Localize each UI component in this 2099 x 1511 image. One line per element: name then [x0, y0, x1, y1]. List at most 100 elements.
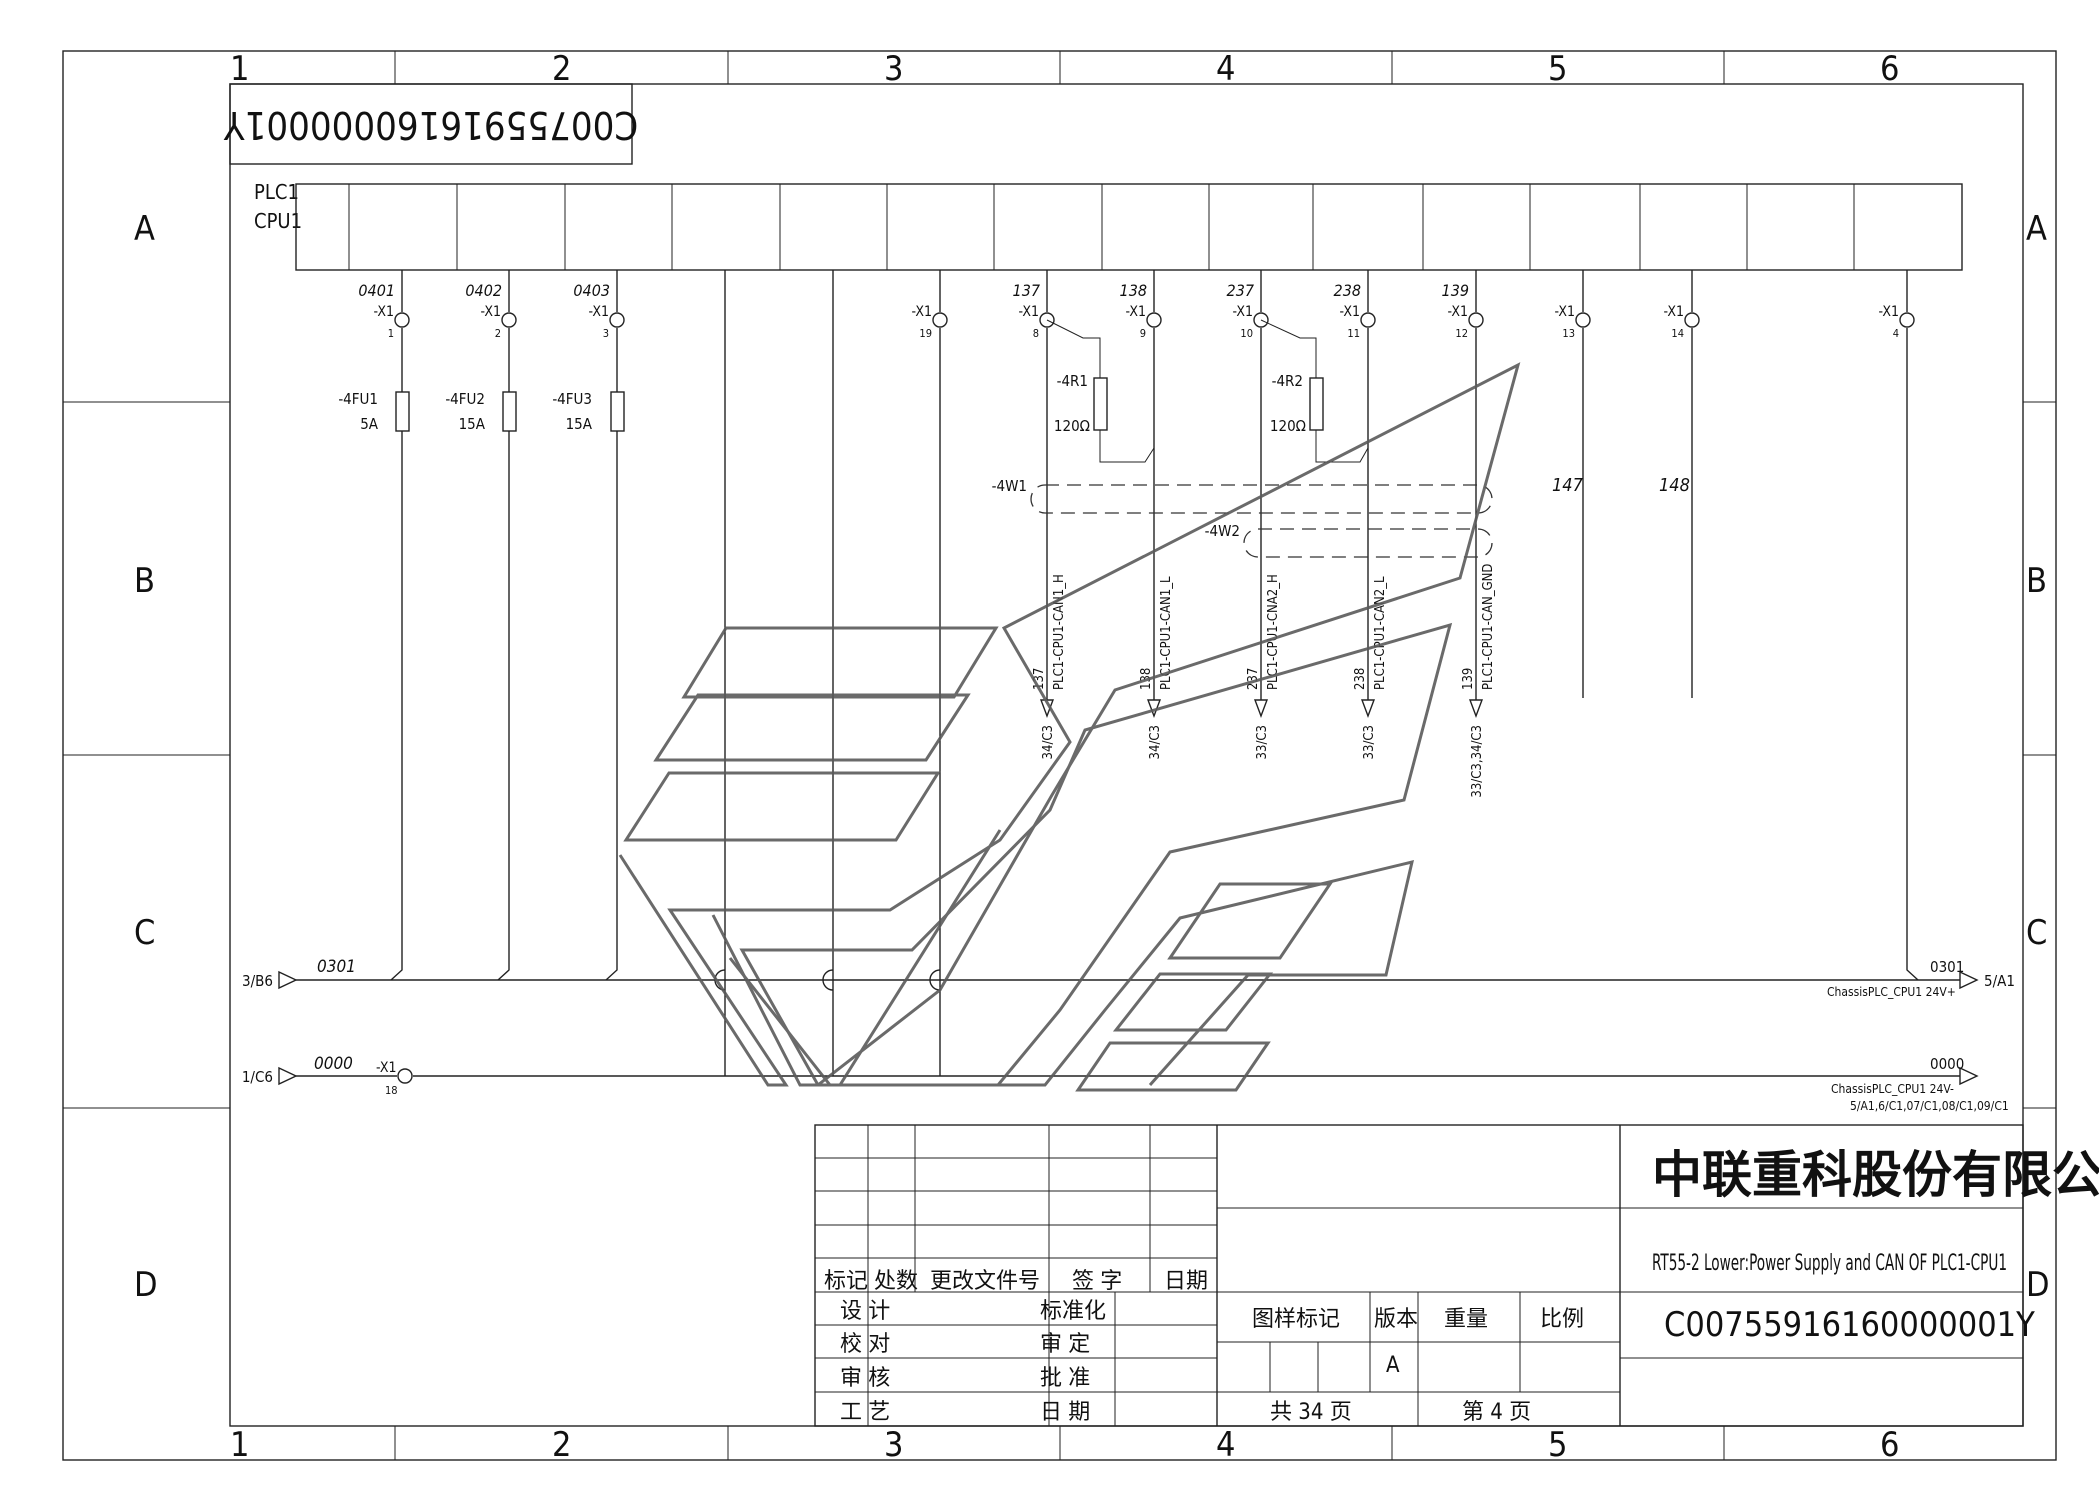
pin-number: 13: [1562, 327, 1575, 340]
spare-wire-label: 148: [1659, 475, 1690, 496]
connector-name: -X1: [589, 304, 610, 320]
plc-terminal: 137 -X1 8: [1013, 270, 1055, 700]
plc-terminal: -X1 14: [1664, 270, 1700, 698]
signal-number: 238: [1353, 668, 1368, 690]
pin-number: 12: [1455, 327, 1468, 340]
wire-number: 138: [1120, 281, 1147, 300]
pin-number: 3: [603, 327, 609, 340]
row-marker: C: [2026, 913, 2047, 953]
cable-shields: -4W1 -4W2: [992, 477, 1493, 558]
supply-name: ChassisPLC_CPU1 24V+: [1827, 985, 1956, 999]
version-value: A: [1386, 1353, 1400, 1378]
connector-name: -X1: [1019, 304, 1040, 320]
pin-number: 8: [1033, 327, 1039, 340]
gnd-in-ref: 1/C6: [242, 1068, 273, 1086]
pin-number: 4: [1893, 327, 1899, 340]
spare-wire-label: 147: [1552, 475, 1584, 496]
signal-ref: 33/C3: [1362, 725, 1377, 759]
rev-header: 更改文件号: [930, 1269, 1040, 1294]
watermark-logo: [618, 362, 1521, 1092]
signal-ref: 34/C3: [1148, 725, 1163, 759]
terminal-circle: [609, 312, 625, 328]
total-pages: 共 34 页: [1270, 1400, 1352, 1425]
fuse-group: -4FU1 5A -4FU2 15A -4FU3 15A: [338, 390, 625, 433]
wire-number: 238: [1334, 281, 1361, 300]
connector-name: -X1: [1126, 304, 1147, 320]
plc-terminal: 0403 -X1 3: [573, 270, 625, 392]
col-marker: 2: [552, 1425, 571, 1465]
row-marker: D: [2026, 1265, 2050, 1305]
title-block: [814, 1124, 2024, 1427]
rev-header: 签 字: [1072, 1269, 1122, 1294]
col-marker: 6: [1880, 1425, 1899, 1465]
connector-name: -X1: [1664, 304, 1685, 320]
gnd-out-wire: 0000: [1930, 1055, 1964, 1073]
wire-number: 0402: [465, 281, 502, 300]
info-header: 版本: [1374, 1307, 1418, 1332]
signal-ref: 33/C3,34/C3: [1470, 725, 1485, 798]
wire-number: 237: [1227, 281, 1255, 300]
fuse-rating: 5A: [360, 415, 379, 433]
terminal-circle: [1899, 312, 1915, 328]
signal-ref: 34/C3: [1041, 725, 1056, 759]
info-header: 图样标记: [1252, 1307, 1340, 1332]
connector-name: -X1: [1879, 304, 1900, 320]
pin-number: 10: [1240, 327, 1253, 340]
connector-name: -X1: [1233, 304, 1254, 320]
role-label: 设 计: [840, 1299, 890, 1324]
terminal-circle: [1575, 312, 1591, 328]
rev-header: 标记: [824, 1269, 868, 1294]
pin-number: 14: [1671, 327, 1684, 340]
wire-number: 0403: [573, 281, 610, 300]
terminal-circle: [1684, 312, 1700, 328]
wire-number: 137: [1013, 281, 1041, 300]
wire-number: 0401: [358, 281, 395, 300]
supply-in-ref: 3/B6: [242, 972, 273, 990]
rev-header: 日期: [1164, 1269, 1208, 1294]
terminal-circle: [932, 312, 948, 328]
drawing-title: RT55-2 Lower:Power Supply and CAN OF PLC…: [1652, 1251, 2007, 1276]
plc-module: [295, 183, 1963, 271]
connector-name: -X1: [481, 304, 502, 320]
row-marker: B: [2026, 561, 2047, 601]
row-marker: A: [2026, 209, 2047, 249]
info-header: 比例: [1540, 1307, 1584, 1332]
row-marker: D: [134, 1265, 158, 1305]
signal-arrow: [1468, 699, 1484, 718]
terminal-circle: [1039, 312, 1055, 328]
plc-terminal: -X1 4: [1879, 270, 1915, 340]
pin-number: 11: [1347, 327, 1360, 340]
supply-wire: 0301: [317, 957, 356, 977]
fuse-rating: 15A: [566, 415, 593, 433]
signal-number: 139: [1461, 668, 1476, 690]
page-number: 第 4 页: [1462, 1400, 1531, 1425]
pin-number: 2: [495, 327, 501, 340]
resistor-name: -4R1: [1057, 372, 1088, 390]
rev-header: 处数: [874, 1269, 918, 1294]
gnd-xref: 5/A1,6/C1,07/C1,08/C1,09/C1: [1850, 1099, 2009, 1113]
role-label: 日 期: [1040, 1400, 1090, 1425]
gnd-name: ChassisPLC_CPU1 24V-: [1831, 1082, 1954, 1096]
signal-name: PLC1-CPU1-CNA2_H: [1266, 574, 1281, 690]
plc-terminal: 237 -X1 10: [1227, 270, 1269, 700]
fuse-name: -4FU3: [552, 390, 592, 408]
col-marker: 6: [1880, 49, 1899, 89]
cable-name: -4W2: [1205, 522, 1240, 540]
resistor-name: -4R2: [1272, 372, 1303, 390]
signal-name: PLC1-CPU1-CAN1_L: [1159, 576, 1174, 690]
supply-out-wire: 0301: [1930, 958, 1964, 976]
termination-resistors: -4R1 120Ω -4R2 120Ω: [1046, 319, 1369, 463]
role-label: 标准化: [1040, 1299, 1106, 1324]
mirrored-drawing-code: C00755916160000001Y: [224, 103, 639, 147]
fuse-name: -4FU2: [445, 390, 485, 408]
wire-number: 139: [1442, 281, 1469, 300]
row-marker: B: [134, 561, 155, 601]
fuse-rating: 15A: [459, 415, 486, 433]
terminal-circle: [1360, 312, 1376, 328]
cable-name: -4W1: [992, 477, 1027, 495]
plc-label: PLC1: [254, 180, 299, 204]
